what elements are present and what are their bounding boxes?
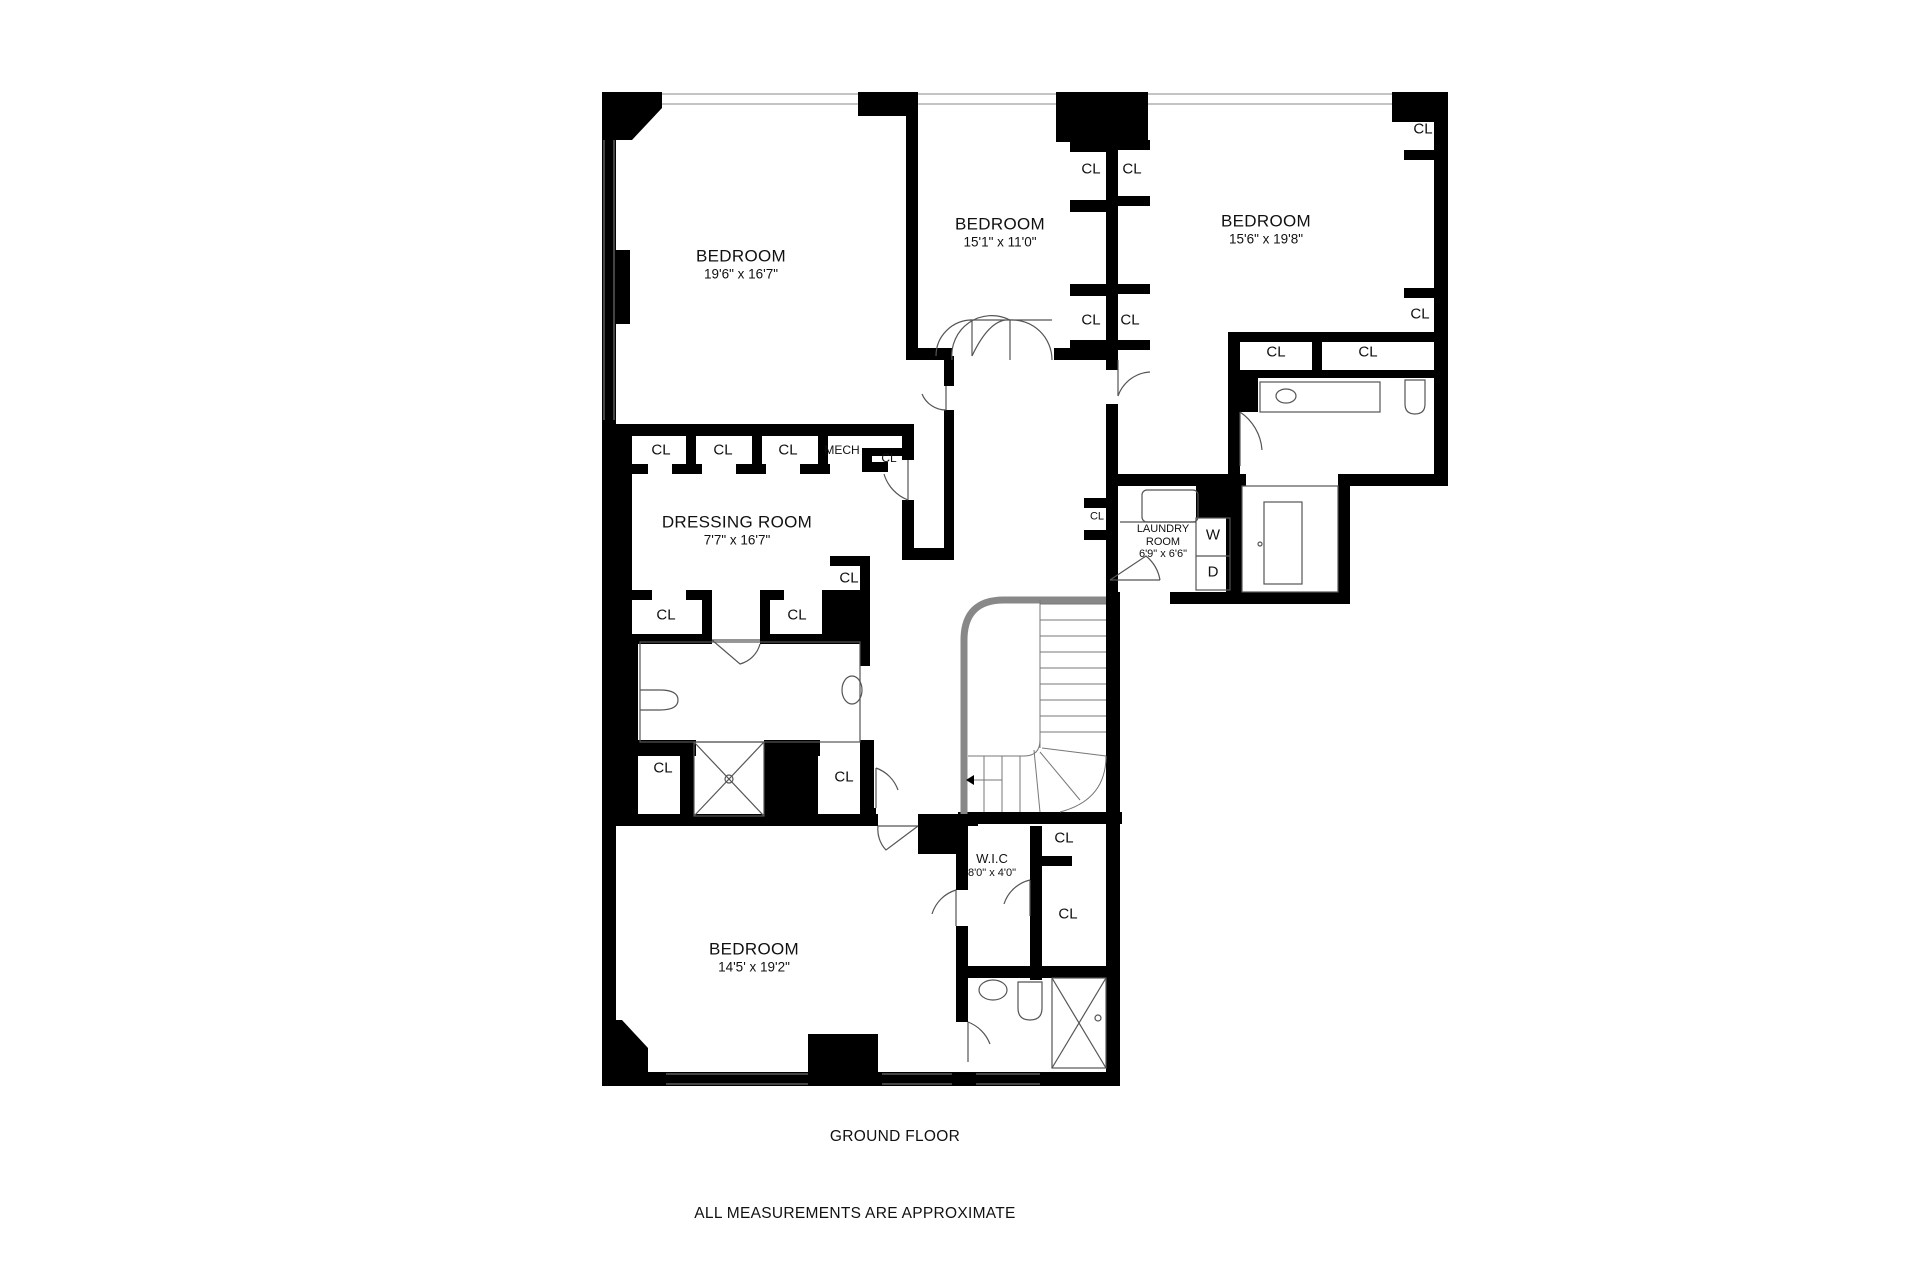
room-dimensions: 8'0" x 4'0" <box>967 867 1017 880</box>
closet-label: CL <box>1081 160 1101 178</box>
closet-label: CL <box>1058 905 1078 923</box>
closet-label: CL <box>778 441 798 459</box>
room-name: BEDROOM <box>696 246 786 266</box>
room-name: DRESSING ROOM <box>661 512 813 532</box>
room-name: W.I.C <box>976 851 1008 867</box>
closet-label: CL <box>839 569 859 587</box>
closet-label: CL <box>1266 343 1286 361</box>
room-label-bedroom-s: BEDROOM 14'5' x 19'2" <box>709 939 799 974</box>
room-dimensions: 19'6" x 16'7" <box>703 266 779 282</box>
closet-label: CL <box>653 759 673 777</box>
closet-label: CL <box>1120 311 1140 329</box>
floor-label: GROUND FLOOR <box>829 1128 961 1146</box>
room-dimensions: 6'9" x 6'6" <box>1138 548 1188 561</box>
dryer-label: D <box>1207 563 1219 581</box>
room-dimensions: 15'6" x 19'8" <box>1228 231 1304 247</box>
room-label-bedroom-ne: BEDROOM 15'6" x 19'8" <box>1221 211 1311 246</box>
closet-label: CL <box>881 451 897 466</box>
door-swings <box>711 315 1263 1062</box>
windows <box>603 93 1392 1085</box>
room-name-line1: LAUNDRY <box>1136 523 1190 536</box>
room-name: BEDROOM <box>709 939 799 959</box>
closet-label: CL <box>1054 829 1074 847</box>
room-label-wic: W.I.C 8'0" x 4'0" <box>967 851 1017 880</box>
room-name-line2: ROOM <box>1145 535 1181 548</box>
disclaimer: ALL MEASUREMENTS ARE APPROXIMATE <box>694 1205 1016 1223</box>
closet-label: CL <box>651 441 671 459</box>
closet-label: CL <box>1413 120 1433 138</box>
closet-label: CL <box>713 441 733 459</box>
closet-label: CL <box>1358 343 1378 361</box>
closet-label: CL <box>1122 160 1142 178</box>
room-dimensions: 15'1" x 11'0" <box>963 234 1037 250</box>
washer-label: W <box>1205 526 1221 544</box>
room-label-laundry-room: LAUNDRY ROOM 6'9" x 6'6" <box>1137 523 1189 561</box>
room-name: BEDROOM <box>955 214 1045 234</box>
closet-label: CL <box>1089 510 1105 523</box>
closet-label: CL <box>656 606 676 624</box>
room-dimensions: 7'7" x 16'7" <box>703 532 771 548</box>
closet-label: CL <box>1410 305 1430 323</box>
closet-label: CL <box>787 606 807 624</box>
mech-label: MECH <box>824 443 860 458</box>
staircase <box>960 596 1107 814</box>
closet-label: CL <box>834 768 854 786</box>
walls <box>602 92 1448 1086</box>
room-label-bedroom-nw: BEDROOM 19'6" x 16'7" <box>696 246 786 281</box>
room-label-bedroom-n: BEDROOM 15'1" x 11'0" <box>955 214 1045 249</box>
room-dimensions: 14'5' x 19'2" <box>718 959 790 975</box>
fixtures <box>639 379 1426 1069</box>
room-name: BEDROOM <box>1221 211 1311 231</box>
room-label-dressing-room: DRESSING ROOM 7'7" x 16'7" <box>662 512 812 547</box>
closet-label: CL <box>1081 311 1101 329</box>
